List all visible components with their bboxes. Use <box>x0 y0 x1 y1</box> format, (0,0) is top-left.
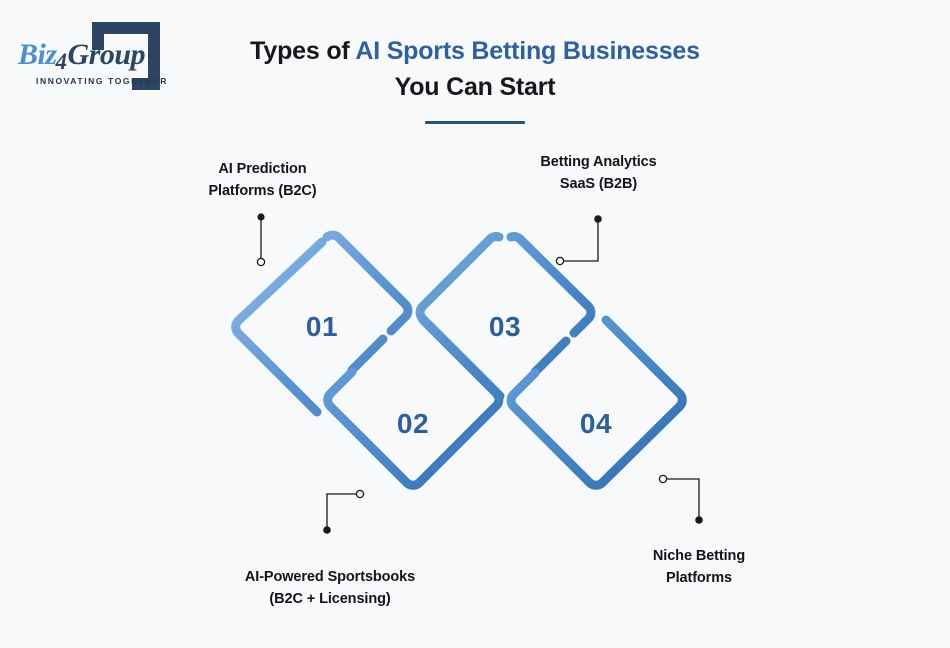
logo-mark-icon <box>92 22 160 90</box>
title-line-1: Types of AI Sports Betting Businesses <box>0 33 950 69</box>
diamond-number-02: 02 <box>396 408 430 439</box>
diamond-shape-02 <box>323 315 504 490</box>
callout-label-04: Niche Betting Platforms <box>610 545 788 589</box>
diamond-number-01: 01 <box>305 311 339 342</box>
diamond-shape-04 <box>506 315 687 490</box>
callout-label-03: Betting Analytics SaaS (B2B) <box>500 151 697 195</box>
title-line-2: You Can Start <box>394 73 556 101</box>
diamond-shape-03 <box>415 232 596 401</box>
title-accent-text: AI Sports Betting Businesses <box>355 37 700 65</box>
callout-label-01-line2: Platforms (B2C) <box>208 183 317 199</box>
connector-line-02 <box>323 489 365 534</box>
logo-word-group: Group <box>67 38 146 71</box>
logo-tagline: INNOVATING TOGETHER <box>36 76 168 86</box>
callout-label-03-line1: Betting Analytics <box>540 154 657 170</box>
diamond-number-04: 04 <box>579 408 613 439</box>
callout-label-02: AI-Powered Sportsbooks (B2C + Licensing) <box>205 566 455 610</box>
title-underline-divider <box>425 121 525 124</box>
connector-line-01 <box>256 213 266 267</box>
callout-label-02-line2: (B2C + Licensing) <box>269 591 391 607</box>
diamond-number-03: 03 <box>488 311 522 342</box>
callout-label-04-line1: Niche Betting <box>652 548 746 564</box>
brand-logo: Biz4Group INNOVATING TOGETHER <box>14 16 179 90</box>
page-title: Types of AI Sports Betting Businesses Yo… <box>0 33 950 124</box>
callout-label-01: AI Prediction Platforms (B2C) <box>160 158 365 202</box>
diamond-shape-01 <box>231 230 413 417</box>
logo-word-biz: Biz <box>18 38 57 71</box>
callout-label-02-line1: AI-Powered Sportsbooks <box>244 569 416 585</box>
logo-wordmark: Biz4Group <box>18 38 146 74</box>
connector-line-04 <box>658 474 703 524</box>
callout-label-03-line2: SaaS (B2B) <box>559 176 638 192</box>
callout-label-01-line1: AI Prediction <box>218 161 307 177</box>
callout-label-04-line2: Platforms <box>666 570 732 586</box>
title-plain-text: Types of <box>250 37 356 65</box>
connector-line-03 <box>555 215 602 266</box>
logo-word-four: 4 <box>55 49 68 74</box>
